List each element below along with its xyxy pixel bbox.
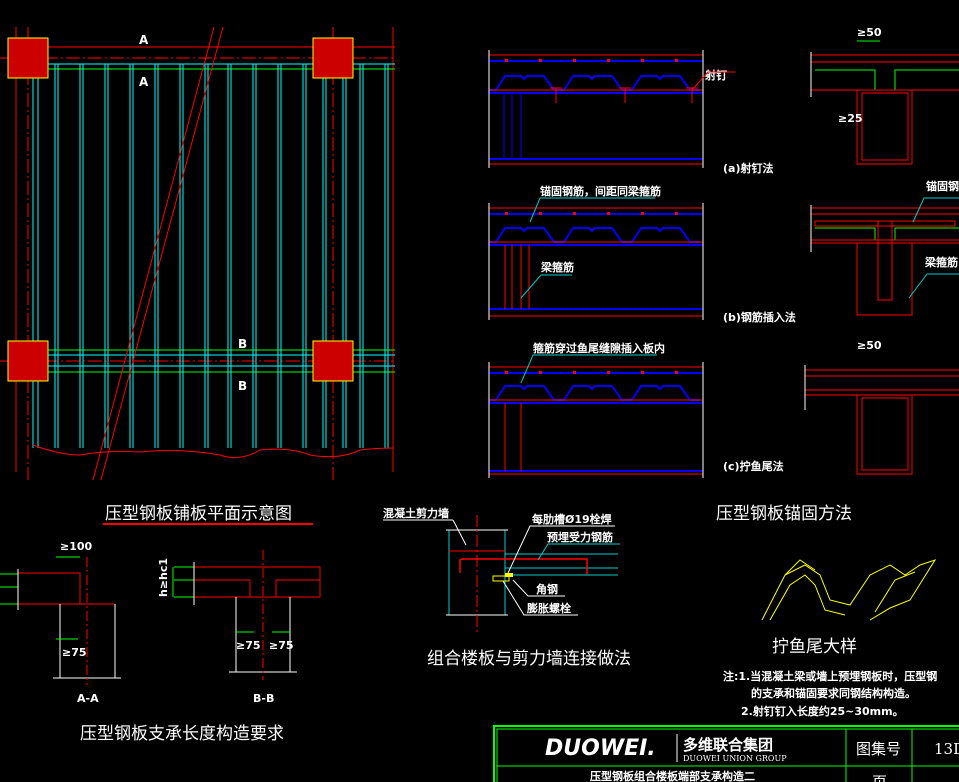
anchor-bar-label: 锚固钢筋，间距同梁箍筋 — [540, 184, 661, 198]
anchorage-sections — [488, 50, 704, 478]
rebar-dot — [607, 212, 610, 215]
detail-c-dim-50: ≥50 — [857, 339, 882, 352]
section-b-b: h≥hc1 ≥75 ≥75 B-B — [157, 550, 321, 705]
note-line-1: 注:1.当混凝土梁或墙上预埋钢板时，压型钢 — [723, 669, 937, 683]
rebar-dot — [505, 212, 508, 215]
drawing-title: 压型钢板组合楼板端部支承构造二 — [590, 769, 755, 782]
column-top-right — [312, 37, 354, 79]
bb-dim-75-right: ≥75 — [269, 639, 294, 652]
detail-b-anchor-label: 锚固钢 — [926, 179, 959, 193]
fishtail-title: 拧鱼尾大样 — [772, 637, 857, 657]
stirrup-label: 梁箍筋 — [540, 260, 574, 274]
deck-profile — [489, 227, 700, 243]
caption-a: (a)射钉法 — [723, 161, 773, 175]
rebar-dot — [539, 371, 542, 374]
logo-text: DUOWEI. — [545, 736, 656, 761]
wall-connection-detail: 混凝土剪力墙 每肋槽Ø19栓焊 预埋受力钢筋 角钢 膨胀螺栓 — [383, 506, 620, 635]
bb-dim-height: h≥hc1 — [157, 558, 170, 597]
note-line-2: 的支承和锚固要求同钢结构构造。 — [751, 686, 916, 700]
rebar-dot — [607, 59, 610, 62]
company-name-cn: 多维联合集团 — [683, 736, 773, 754]
deck-profile — [489, 75, 700, 91]
wall-label-shear-wall: 混凝土剪力墙 — [383, 506, 449, 520]
column-bottom-left — [7, 340, 49, 382]
rebar-dot — [641, 212, 644, 215]
detail-a-dim-25: ≥25 — [838, 112, 863, 125]
wall-title: 组合楼板与剪力墙连接做法 — [427, 649, 631, 669]
rebar-dot — [539, 59, 542, 62]
rebar-dot — [675, 212, 678, 215]
page-label: 页 — [872, 773, 887, 782]
company-name-en: DUOWEI UNION GROUP — [683, 754, 787, 763]
deck-profile — [489, 385, 700, 401]
plan-title: 压型钢板铺板平面示意图 — [105, 504, 292, 524]
wall-label-anchor-bolt: 膨胀螺栓 — [526, 601, 571, 615]
detail-b-stirrup-label: 梁箍筋 — [924, 255, 958, 269]
section-a-a: ≥100 ≥75 A-A — [0, 540, 121, 705]
support-title: 压型钢板支承长度构造要求 — [80, 724, 284, 744]
column-top-left — [7, 37, 49, 79]
caption-c: (c)拧鱼尾法 — [723, 459, 784, 473]
section-mark-b-top: B — [238, 337, 247, 351]
nail-label: 射钉 — [704, 68, 727, 82]
plan-view: A A B B 压型钢板铺板平面示意图 — [0, 26, 395, 525]
aa-label: A-A — [77, 692, 99, 705]
bb-dim-75-left: ≥75 — [236, 639, 261, 652]
rebar-dot — [675, 59, 678, 62]
caption-b: (b)钢筋插入法 — [723, 310, 796, 324]
rebar-dot — [505, 371, 508, 374]
section-mark-b-bottom: B — [238, 379, 247, 393]
title-block: DUOWEI. 多维联合集团 DUOWEI UNION GROUP 图集号 13… — [493, 725, 959, 782]
wall-label-angle: 角钢 — [536, 582, 558, 596]
rebar-dot — [607, 371, 610, 374]
rebar-dot — [505, 59, 508, 62]
detail-a-dim-50: ≥50 — [857, 26, 882, 39]
anchorage-title: 压型钢板锚固方法 — [716, 504, 852, 524]
atlas-number: 13D — [934, 740, 959, 758]
rebar-dot — [573, 59, 576, 62]
detail-b: 锚固钢 梁箍筋 — [810, 179, 959, 316]
rebar-dot — [539, 212, 542, 215]
wall-label-rebar: 预埋受力钢筋 — [547, 530, 613, 544]
fishtail-stirrup-label: 箍筋穿过鱼尾缝隙插入板内 — [533, 341, 665, 355]
column-bottom-right — [312, 340, 354, 382]
note-line-3: 2.射钉钉入长度约25~30mm。 — [741, 704, 904, 718]
rebar-dot — [641, 59, 644, 62]
detail-c: ≥50 — [804, 339, 959, 475]
atlas-label: 图集号 — [856, 740, 901, 758]
rebar-dot — [675, 371, 678, 374]
fishtail-detail — [761, 559, 937, 621]
section-mark-a-top: A — [139, 33, 149, 47]
detail-a: ≥50 ≥25 — [810, 26, 959, 165]
aa-dim-100: ≥100 — [60, 540, 93, 553]
aa-dim-75: ≥75 — [62, 646, 87, 659]
rebar-dot — [573, 371, 576, 374]
bb-label: B-B — [253, 692, 274, 705]
section-mark-a-bottom: A — [139, 75, 149, 89]
rebar-dot — [573, 212, 576, 215]
rebar-dot — [641, 371, 644, 374]
wall-label-stud: 每肋槽Ø19栓焊 — [532, 512, 612, 526]
